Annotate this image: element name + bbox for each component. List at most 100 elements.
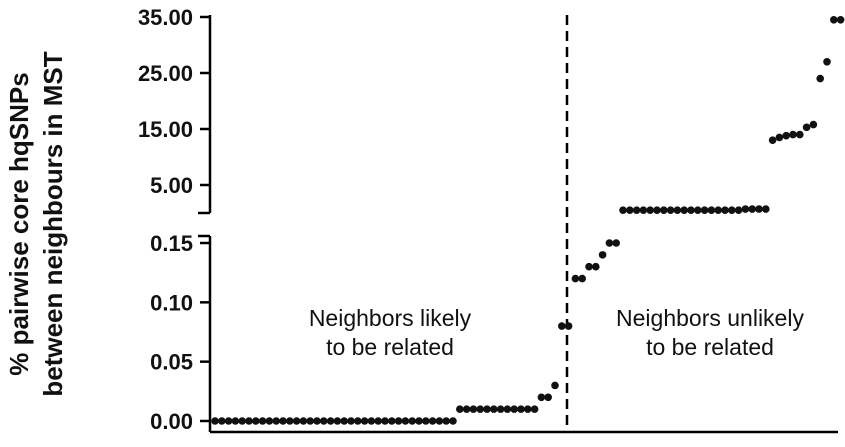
data-point <box>680 206 688 214</box>
data-point <box>218 417 226 425</box>
data-point <box>687 206 695 214</box>
data-point <box>299 417 308 425</box>
data-point <box>653 206 661 214</box>
data-point <box>401 417 410 425</box>
data-point <box>252 417 260 425</box>
data-point <box>598 251 607 259</box>
data-point <box>326 417 335 425</box>
data-point <box>313 417 321 425</box>
data-point <box>476 405 485 413</box>
data-point <box>714 206 722 214</box>
data-point <box>408 417 417 425</box>
data-point <box>306 417 315 425</box>
data-point <box>768 136 777 144</box>
data-point <box>585 262 593 271</box>
data-point <box>333 417 342 425</box>
data-point <box>435 417 444 425</box>
data-point <box>700 206 709 214</box>
data-point <box>428 417 437 425</box>
data-point <box>694 206 702 214</box>
data-point <box>456 405 464 413</box>
data-point <box>272 417 281 425</box>
data-point <box>660 206 668 214</box>
data-point <box>809 120 818 129</box>
data-point <box>388 417 396 425</box>
data-point <box>558 322 566 330</box>
tick-label: 25.00 <box>138 61 193 86</box>
data-point <box>782 131 790 140</box>
data-point <box>707 206 716 214</box>
data-point <box>755 205 763 213</box>
data-point <box>551 381 559 390</box>
data-point <box>816 74 824 83</box>
y-axis-label-line: between neighbours in MST <box>38 51 68 396</box>
annotation-line: Neighbors unlikely <box>616 305 804 331</box>
data-point <box>796 130 804 139</box>
tick-label: 15.00 <box>138 117 193 142</box>
data-point <box>836 15 845 24</box>
data-point <box>258 417 267 425</box>
data-point <box>469 405 478 413</box>
data-point <box>462 405 471 413</box>
data-point <box>449 417 457 425</box>
tick-label: 0.15 <box>150 231 193 256</box>
data-point <box>673 206 682 214</box>
data-point <box>238 417 246 425</box>
annotation: Neighbors unlikely to be related <box>616 305 804 360</box>
data-point <box>490 405 498 413</box>
data-point <box>381 417 389 425</box>
tick-label: 35.00 <box>138 5 193 30</box>
tick-label: 0.00 <box>150 409 193 434</box>
axes <box>198 15 838 434</box>
annotation-line: to be related <box>326 334 454 360</box>
data-point <box>286 417 294 425</box>
data-point <box>537 393 546 402</box>
annotation-line: to be related <box>646 334 774 360</box>
data-point <box>619 206 627 214</box>
data-point <box>279 417 287 425</box>
data-point <box>374 417 383 425</box>
data-point <box>544 393 552 402</box>
tick-label: 0.10 <box>150 290 193 315</box>
data-point <box>802 123 811 132</box>
data-point <box>789 130 797 139</box>
data-points <box>211 15 845 425</box>
data-point <box>354 417 362 425</box>
data-point <box>646 206 654 214</box>
data-point <box>605 239 614 247</box>
data-point <box>496 405 505 413</box>
data-point <box>666 206 675 214</box>
data-point <box>224 417 233 425</box>
tick-label: 0.05 <box>150 350 193 375</box>
data-point <box>517 405 525 413</box>
y-axis-label-line: % pairwise core hqSNPs <box>4 72 34 375</box>
data-point <box>340 417 349 425</box>
data-point <box>415 417 423 425</box>
data-point <box>245 417 253 425</box>
data-point <box>292 417 301 425</box>
data-point <box>721 206 729 214</box>
data-point <box>320 417 328 425</box>
data-point <box>762 205 770 213</box>
data-point <box>632 206 641 214</box>
data-point <box>503 405 512 413</box>
data-point <box>728 206 736 214</box>
data-point <box>564 322 573 330</box>
data-point <box>823 58 831 66</box>
data-point <box>734 206 743 214</box>
data-point <box>748 205 756 213</box>
data-point <box>571 274 580 283</box>
data-point <box>639 206 648 214</box>
data-point <box>612 239 620 247</box>
data-point <box>483 405 491 413</box>
data-point <box>830 15 838 24</box>
data-point <box>360 417 369 425</box>
data-point <box>524 405 532 413</box>
data-point <box>394 417 403 425</box>
data-point <box>265 417 274 425</box>
